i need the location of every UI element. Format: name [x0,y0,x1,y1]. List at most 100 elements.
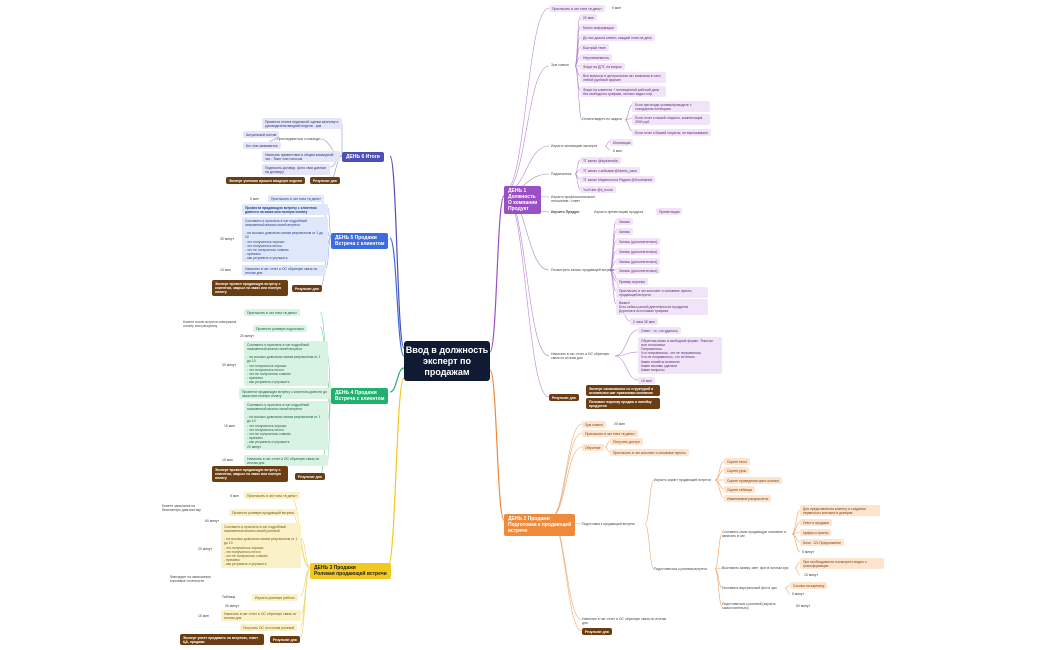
d6-join-general[interactable]: Написать приветствие в общем командный ч… [262,151,340,163]
d1-record[interactable]: Посмотреть запись продающей встречи [551,268,614,272]
d2-script[interactable]: Скрипт урок [724,467,749,475]
d4-compose[interactable]: Составить и прислать в чат подробный пис… [244,341,328,387]
d1-motivation[interactable]: Изучить мотивацию эксперта [551,144,598,148]
d1-product-pres[interactable]: Изучить презентацию продукта [594,210,644,214]
d1-rec[interactable]: Запись (дополнительно) [616,248,661,256]
d2-script[interactable]: Скрипт проведения факт-контакт [724,477,783,485]
d1-subscribe[interactable]: Подписаться [551,172,572,176]
d6-team[interactable]: Актуальный состав [243,131,280,139]
d2-training[interactable]: Обучение [582,444,604,452]
d1-rec[interactable]: Запись [616,218,634,226]
d1-sub[interactable]: YouTube @k_boost [580,186,616,194]
d1-zoom-branch [574,65,583,121]
d1-funnel[interactable]: Пример воронки [616,278,648,286]
d2-branch [549,423,583,519]
d3-branch [300,537,311,569]
d1-rec[interactable]: Запись (дополнительно) [616,267,661,275]
d2-invite[interactable]: Пригласить в чат типа «в день» [582,430,639,438]
d1-motivation-item: Мотивация [610,139,634,147]
d2-compose-item: Блок - 2/1 Предложение [800,539,845,547]
d2-show-item[interactable]: При необходимости посмотреть видео о тра… [800,558,884,570]
d1-zoom[interactable]: Зум созвон [551,63,569,67]
d1-study-pro[interactable]: Изучить профессиональное отношение / сов… [551,195,596,204]
d5-report[interactable]: Написать в чат отчет и ОС обратную связь… [242,265,326,277]
d1-presentation[interactable]: Презентация [656,208,683,216]
d1-funnel[interactable]: Пригласить в чат конспект и основные пун… [616,287,708,299]
d1-sub[interactable]: ТГ канал с кейсами @Nomis_case [580,167,640,175]
d6-attach[interactable]: Привести отчета недельной оценки качеств… [262,118,342,130]
d4-report[interactable]: Написать в чат отчет и ОС обратную связь… [244,455,328,467]
d2-virtual-branch [784,587,791,595]
d3-report-time: 15 мин [198,614,209,618]
d5-conduct[interactable]: Провести продающую встречу с клиентом до… [242,204,328,216]
d2-roleplay[interactable]: Подготовиться к ролевая встречи [654,567,707,571]
day-3-node[interactable]: ДЕНЬ 3 Продажи Ролевая продающей встречи [310,563,391,579]
day-4-node[interactable]: ДЕНЬ 4 Продажи Встреча с клиентом [331,388,389,404]
d1-report[interactable]: Написать в чат отчет и ОС обратную связь… [551,352,610,361]
d1-product[interactable]: Изучить Продукт [551,210,580,214]
d4-compose2[interactable]: Составить и прислать в чат подробный пис… [244,401,328,451]
root-to-day4 [389,367,405,393]
d3-client: Клиент записался на бесплатную диагности… [162,504,201,513]
d4-conduct[interactable]: Провести продающую встречу с клиентом до… [239,388,331,400]
d3-table[interactable]: Таблица [222,595,236,599]
d1-rec[interactable]: Запись (дополнительно) [616,258,661,266]
d1-sub[interactable]: ТГ канал @stylumedia [580,157,621,165]
d2-compose-item: Цифры и факты [800,529,832,537]
d3-report[interactable]: Написать в чат отчет и ОС обратную связь… [221,610,301,622]
d2-show[interactable]: Выставить заявку, свет, фон в личном зум [722,566,789,570]
d1-cases[interactable]: Оплата видеть по задачи [582,117,622,121]
d3-branch [299,567,311,597]
d4-invite[interactable]: Пригласить в чат типа «в день» [244,309,301,317]
d4-roleplay[interactable]: Провести ролевую подготовки [253,325,307,333]
d2-prep-role[interactable]: Подготовиться к ролевой (заучить самосто… [722,602,776,611]
d1-zoom-item: До нас дошли клиент, каждый план на день [580,34,655,42]
d2-zoom[interactable]: Зум созвон [582,421,606,429]
d2-conspect[interactable]: Пригласить в чат конспект и основные пун… [610,449,689,457]
d1-invite[interactable]: Пригласить в чат типа «в день» [549,5,606,13]
d3-study-label[interactable]: Изучить ролевые работы [252,594,298,602]
d5-t30: 30 минут [220,237,235,241]
d2-script[interactable]: Скрипт таблица [724,486,755,494]
d1-result-label: Результат дня [549,394,579,402]
d1-branch [503,191,550,398]
d6-sign[interactable]: Подписать договор, фото свои данные на д… [262,164,330,176]
d4-t15: 15 мин [224,424,235,428]
d1-report-branch [614,355,639,381]
d6-join[interactable]: Присоединиться к команде [277,137,320,141]
day-5-node[interactable]: ДЕНЬ 5 Продажи Встреча с клиентом [331,233,389,249]
d2-training-branch [604,446,611,453]
d5-invite[interactable]: Пригласить в чат типа «в день» [268,195,325,203]
d2-compose-time: 5 минут [802,550,815,554]
d3-invite[interactable]: Пригласить в чат типа «в день» [244,492,301,500]
d5-branch [327,207,332,238]
d2-prepare[interactable]: Подготовка к продающей встрече [582,522,635,526]
d1-cases-branch [624,104,633,121]
d2-virtual[interactable]: Поставить виртуальный фон в зум [722,586,777,590]
root-node[interactable]: Ввод в должность эксперт по продажам [404,341,490,381]
d3-os[interactable]: Получить ОС по итогам ролевой [240,624,298,632]
d1-rec[interactable]: Запись (дополнительно) [616,238,661,246]
d1-sub[interactable]: ТГ канал Маркетолога Радика @Koutmarket [580,176,656,184]
d2-virtual-item[interactable]: Ссылка на картинку [790,582,828,590]
d2-branch [549,446,583,519]
d1-rec[interactable]: Запись [616,228,634,236]
d2-roleplay-branch [714,567,723,570]
d2-report[interactable]: Написать в чат отчет и ОС обратную связь… [582,617,666,626]
d3-compose[interactable]: Составить и прислать в чат подробный пис… [221,523,301,569]
d2-script[interactable]: Скрипт текст [724,458,751,466]
day-6-node[interactable]: ДЕНЬ 6 Итоги [342,152,384,162]
d2-get-access[interactable]: Получить доступ [610,438,643,446]
d3-roleplay[interactable]: Провести ролевую продающей встречи [229,509,298,517]
d2-study-script[interactable]: Изучить скрипт продающей встречи [654,478,711,482]
d6-role[interactable]: Кто чем занимается [243,142,281,150]
d2-compose[interactable]: Составить свою продающую описание и запи… [722,530,786,539]
day-1-node[interactable]: ДЕНЬ 1 Должность О компании Продукт [504,186,542,214]
d5-compose[interactable]: Составить и прислать в чат подробный пис… [242,217,328,263]
d1-zoom-item: Быстрый темп [580,44,609,52]
d6-result: Эксперт успешно прошел вводную неделю [226,177,306,185]
d5-invite-time: 5 мин [250,197,259,201]
d3-invite-time: 5 мин [230,494,239,498]
day-2-node[interactable]: ДЕНЬ 2 Продажи Подготовка к продающей вс… [504,514,576,536]
